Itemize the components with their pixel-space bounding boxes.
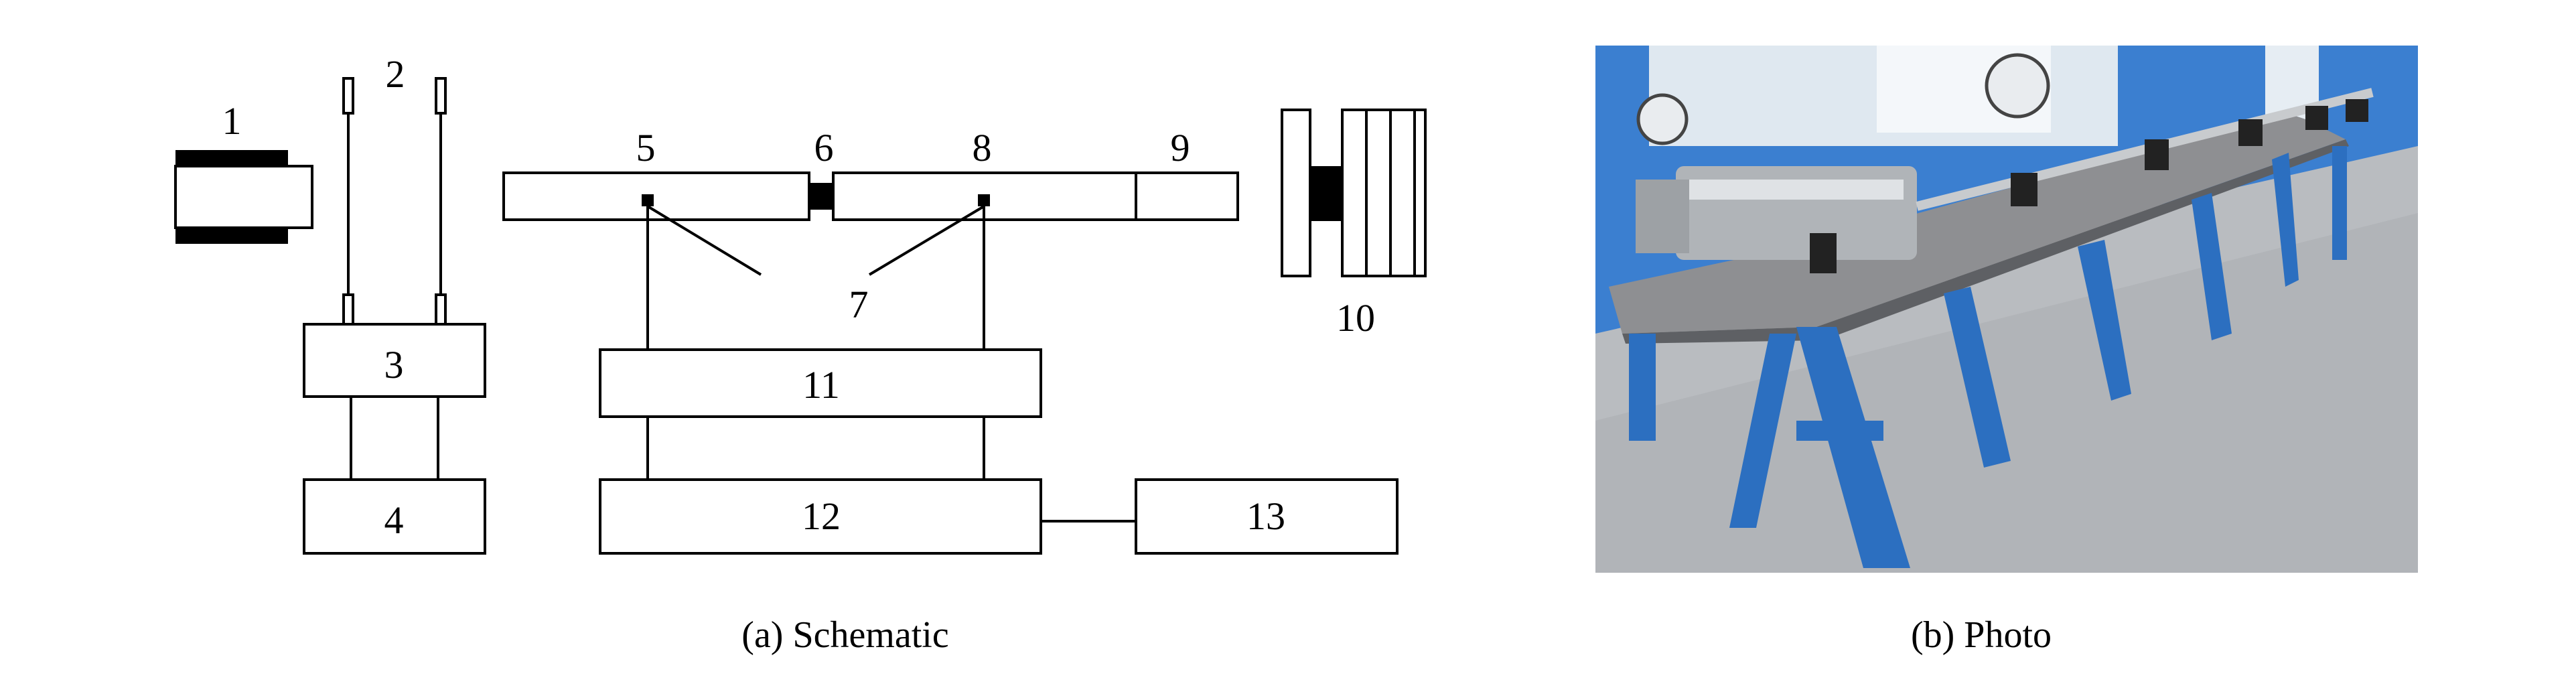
label-5: 5 bbox=[636, 126, 656, 169]
component-2-velocity-probes bbox=[342, 77, 447, 326]
label-11: 11 bbox=[802, 363, 840, 407]
box-4 bbox=[303, 478, 486, 555]
box-3 bbox=[303, 323, 486, 398]
strain-gauge-left bbox=[642, 194, 654, 206]
strain-gauge-right bbox=[978, 194, 990, 206]
leader-7-left bbox=[646, 205, 762, 276]
schematic-labels: 1 2 3 4 5 6 7 8 9 10 11 12 13 bbox=[222, 52, 1376, 542]
caption-schematic: (a) Schematic bbox=[741, 614, 948, 656]
apparatus-photo bbox=[1595, 46, 2418, 573]
label-12: 12 bbox=[802, 494, 841, 538]
component-10-buffer bbox=[1281, 109, 1427, 277]
box-11 bbox=[599, 348, 1042, 418]
box-12 bbox=[599, 478, 1042, 555]
label-8: 8 bbox=[973, 126, 992, 169]
label-4: 4 bbox=[384, 498, 404, 542]
caption-photo: (b) Photo bbox=[1911, 614, 2052, 656]
label-7: 7 bbox=[849, 283, 869, 326]
label-10: 10 bbox=[1336, 296, 1375, 340]
label-3: 3 bbox=[384, 343, 404, 387]
label-9: 9 bbox=[1171, 126, 1190, 169]
box-13 bbox=[1135, 478, 1399, 555]
leader-7-right bbox=[868, 205, 985, 276]
label-13: 13 bbox=[1246, 494, 1285, 538]
absorption-bar-9 bbox=[1135, 171, 1239, 221]
component-1-gas-gun bbox=[174, 150, 313, 244]
label-2: 2 bbox=[386, 52, 405, 96]
schematic-diagram bbox=[174, 77, 1427, 555]
label-6: 6 bbox=[814, 126, 834, 169]
label-1: 1 bbox=[222, 99, 242, 143]
specimen-6 bbox=[809, 183, 833, 210]
apparatus-photo-illustration bbox=[1595, 46, 2418, 573]
